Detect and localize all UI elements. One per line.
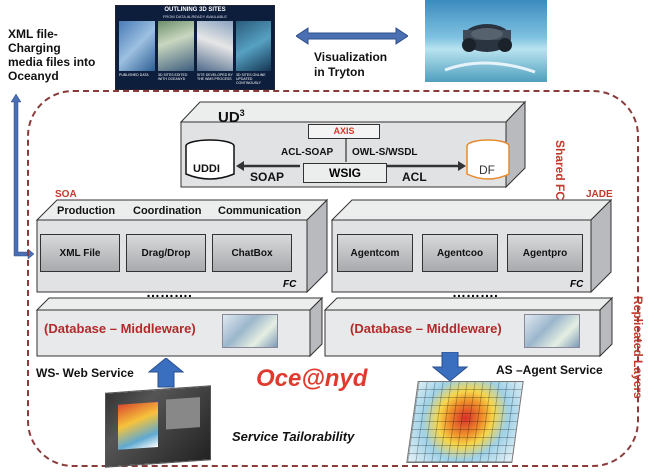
ws-up-arrow — [148, 358, 184, 388]
jade-fc-label: FC — [570, 279, 584, 290]
acl-soap-label: ACL-SOAP — [281, 147, 334, 158]
thumb-panel-4 — [236, 21, 271, 71]
jade-tag: JADE — [586, 189, 613, 200]
soa-header-communication: Communication — [218, 205, 302, 217]
soap-label: SOAP — [250, 170, 285, 184]
brand-oceanyd: Oce@nyd — [256, 365, 368, 392]
as-heatmap-image — [406, 381, 524, 463]
jade-ellipsis: ………. — [452, 284, 498, 300]
df-label: DF — [479, 163, 495, 177]
visualization-label: Visualization in Tryton — [314, 50, 388, 79]
thumb-caption-4: 3D SITES ONLINE UPDATED CONTINOUSLY — [236, 73, 266, 85]
replicated-layers-label: Replicated Layers — [631, 296, 645, 399]
middleware-left-label: (Database – Middleware) — [44, 321, 196, 336]
agentcoo-module[interactable]: Agentcoo — [422, 234, 498, 272]
drag-drop-module[interactable]: Drag/Drop — [126, 234, 206, 272]
service-tailorability-label: Service Tailorability — [232, 429, 355, 444]
ud3-title: UD3 — [218, 108, 245, 126]
ws-web-service-label: WS- Web Service — [36, 366, 134, 380]
thumb-caption-1: PUBLISHED DATA — [119, 73, 149, 77]
thumb-caption-3: SITE DEVELOPED BY THE WMS PROCESS — [197, 73, 233, 81]
thumb-panel-2 — [158, 21, 194, 71]
middleware-left-thumbnail — [222, 314, 278, 348]
agentcom-module[interactable]: Agentcom — [337, 234, 413, 272]
visualization-double-arrow — [296, 27, 408, 45]
ws-side-panel — [166, 397, 200, 430]
ws-screenshot-image — [105, 385, 211, 468]
axis-box: AXIS — [308, 124, 380, 139]
middleware-right-thumbnail — [524, 314, 580, 348]
soa-header-production: Production — [57, 205, 116, 217]
oceanyd-framework-container — [27, 90, 639, 467]
ws-map-panel — [118, 402, 158, 450]
uddi-database-icon — [185, 139, 235, 180]
thumb-caption-2: 3D SITES EDITED WITH OCEANYD — [158, 73, 188, 81]
robot-icon — [444, 24, 536, 74]
middleware-right-label: (Database – Middleware) — [350, 321, 502, 336]
ud3-internal-arrows — [236, 138, 466, 171]
owl-wsdl-label: OWL-S/WSDL — [352, 147, 418, 158]
soa-tag: SOA — [55, 189, 77, 200]
thumb-title: OUTLINING 3D SITES — [164, 7, 226, 13]
xml-file-module[interactable]: XML File — [40, 234, 120, 272]
tryton-robot-image — [425, 0, 547, 82]
thumb-panel-1 — [119, 21, 155, 71]
df-database-icon — [466, 139, 510, 180]
soa-ellipsis: ………. — [146, 284, 192, 300]
thumb-subtitle: FROM DATA ALREADY AVAILABLE — [162, 14, 228, 19]
agentpro-module[interactable]: Agentpro — [507, 234, 583, 272]
acl-label: ACL — [402, 170, 427, 184]
thumb-panel-3 — [197, 21, 233, 71]
uddi-label: UDDI — [193, 163, 220, 175]
as-down-arrow — [432, 352, 468, 382]
wsig-box: WSIG — [303, 163, 387, 183]
left-vertical-arrow — [10, 94, 34, 260]
chatbox-module[interactable]: ChatBox — [212, 234, 292, 272]
soa-header-coordination: Coordination — [133, 205, 202, 217]
soa-fc-label: FC — [283, 279, 297, 290]
outlining-3d-sites-image: OUTLINING 3D SITES FROM DATA ALREADY AVA… — [115, 5, 275, 90]
as-agent-service-label: AS –Agent Service — [496, 363, 603, 377]
xml-charging-note: XML file- Charging media files into Ocea… — [8, 27, 96, 83]
